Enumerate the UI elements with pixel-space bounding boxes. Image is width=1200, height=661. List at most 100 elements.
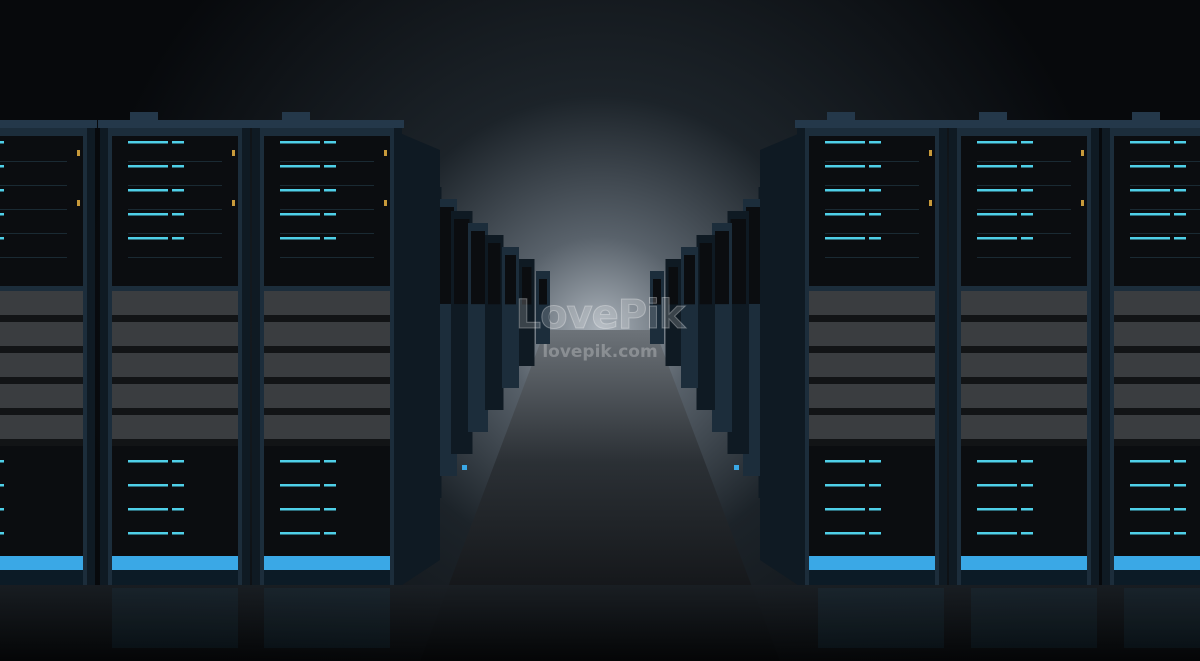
drive-gap bbox=[264, 377, 390, 384]
rack-post bbox=[949, 128, 957, 585]
distant-panel bbox=[668, 267, 678, 305]
status-led bbox=[869, 165, 881, 168]
base-glow bbox=[264, 556, 390, 570]
status-led bbox=[1174, 141, 1186, 144]
drive-slot bbox=[961, 322, 1087, 346]
status-led bbox=[869, 508, 881, 511]
drive-gap bbox=[809, 346, 935, 353]
rack-handle bbox=[1132, 112, 1160, 121]
drive-slot bbox=[112, 384, 238, 408]
rack-base bbox=[961, 570, 1087, 585]
reflection bbox=[818, 588, 944, 648]
amber-led bbox=[77, 200, 80, 206]
slot-line bbox=[280, 161, 374, 162]
distant-glow bbox=[734, 465, 739, 470]
right-front-racks bbox=[760, 112, 1200, 585]
server-panel bbox=[961, 446, 1087, 556]
drive-gap bbox=[1114, 439, 1200, 446]
slot-line bbox=[128, 209, 222, 210]
rack-base bbox=[809, 570, 935, 585]
status-led bbox=[0, 165, 4, 168]
status-led bbox=[128, 532, 168, 535]
drive-gap bbox=[1114, 346, 1200, 353]
rack-top bbox=[1100, 120, 1200, 128]
distant-panel bbox=[505, 255, 516, 305]
drive-slot bbox=[264, 415, 390, 439]
rack-top bbox=[250, 120, 404, 128]
status-led bbox=[869, 189, 881, 192]
reflection bbox=[112, 588, 238, 648]
drive-gap bbox=[264, 439, 390, 446]
drive-slot bbox=[809, 322, 935, 346]
status-led bbox=[977, 213, 1017, 216]
status-led bbox=[172, 460, 184, 463]
status-led bbox=[0, 189, 4, 192]
status-led bbox=[172, 508, 184, 511]
status-led bbox=[977, 532, 1017, 535]
status-led bbox=[977, 460, 1017, 463]
drive-slot bbox=[961, 291, 1087, 315]
distant-glow bbox=[462, 465, 467, 470]
status-led bbox=[977, 237, 1017, 240]
rack-base bbox=[0, 570, 83, 585]
status-led bbox=[0, 532, 4, 535]
status-led bbox=[0, 484, 4, 487]
status-led bbox=[869, 237, 881, 240]
drive-gap bbox=[1114, 408, 1200, 415]
rack-handle bbox=[130, 112, 158, 121]
distant-panel bbox=[454, 219, 470, 305]
rack-post bbox=[100, 128, 108, 585]
status-led bbox=[280, 460, 320, 463]
status-led bbox=[0, 508, 4, 511]
slot-line bbox=[280, 185, 374, 186]
status-led bbox=[128, 484, 168, 487]
drive-gap bbox=[1114, 377, 1200, 384]
status-led bbox=[128, 237, 168, 240]
slot-line bbox=[1130, 233, 1200, 234]
drive-gap bbox=[112, 377, 238, 384]
rack-handle bbox=[282, 112, 310, 121]
status-led bbox=[172, 189, 184, 192]
status-led bbox=[280, 508, 320, 511]
slot-line bbox=[128, 233, 222, 234]
slot-line bbox=[128, 185, 222, 186]
slot-line bbox=[128, 161, 222, 162]
drive-slot bbox=[961, 415, 1087, 439]
rack-base bbox=[112, 570, 238, 585]
drive-slot bbox=[112, 322, 238, 346]
status-led bbox=[825, 237, 865, 240]
aisle-floor bbox=[420, 330, 780, 661]
drive-gap bbox=[112, 346, 238, 353]
status-led bbox=[324, 532, 336, 535]
rack-post bbox=[242, 128, 250, 585]
slot-line bbox=[128, 257, 222, 258]
slot-line bbox=[825, 257, 919, 258]
left-front-racks bbox=[0, 112, 440, 585]
slot-line bbox=[977, 233, 1071, 234]
rack-post bbox=[252, 128, 260, 585]
status-led bbox=[1021, 484, 1033, 487]
drive-gap bbox=[1114, 315, 1200, 322]
status-led bbox=[869, 213, 881, 216]
distant-panel bbox=[522, 267, 532, 305]
status-led bbox=[1130, 189, 1170, 192]
slot-line bbox=[280, 209, 374, 210]
drive-gap bbox=[809, 408, 935, 415]
drive-gap bbox=[961, 315, 1087, 322]
server-panel bbox=[112, 136, 238, 286]
slot-line bbox=[1130, 257, 1200, 258]
status-led bbox=[128, 213, 168, 216]
amber-led bbox=[232, 200, 235, 206]
status-led bbox=[128, 189, 168, 192]
drive-gap bbox=[809, 377, 935, 384]
drive-slot bbox=[0, 353, 83, 377]
status-led bbox=[1021, 237, 1033, 240]
status-led bbox=[280, 532, 320, 535]
status-led bbox=[1130, 213, 1170, 216]
status-led bbox=[280, 165, 320, 168]
status-led bbox=[172, 532, 184, 535]
reflection bbox=[264, 588, 390, 648]
status-led bbox=[0, 460, 4, 463]
